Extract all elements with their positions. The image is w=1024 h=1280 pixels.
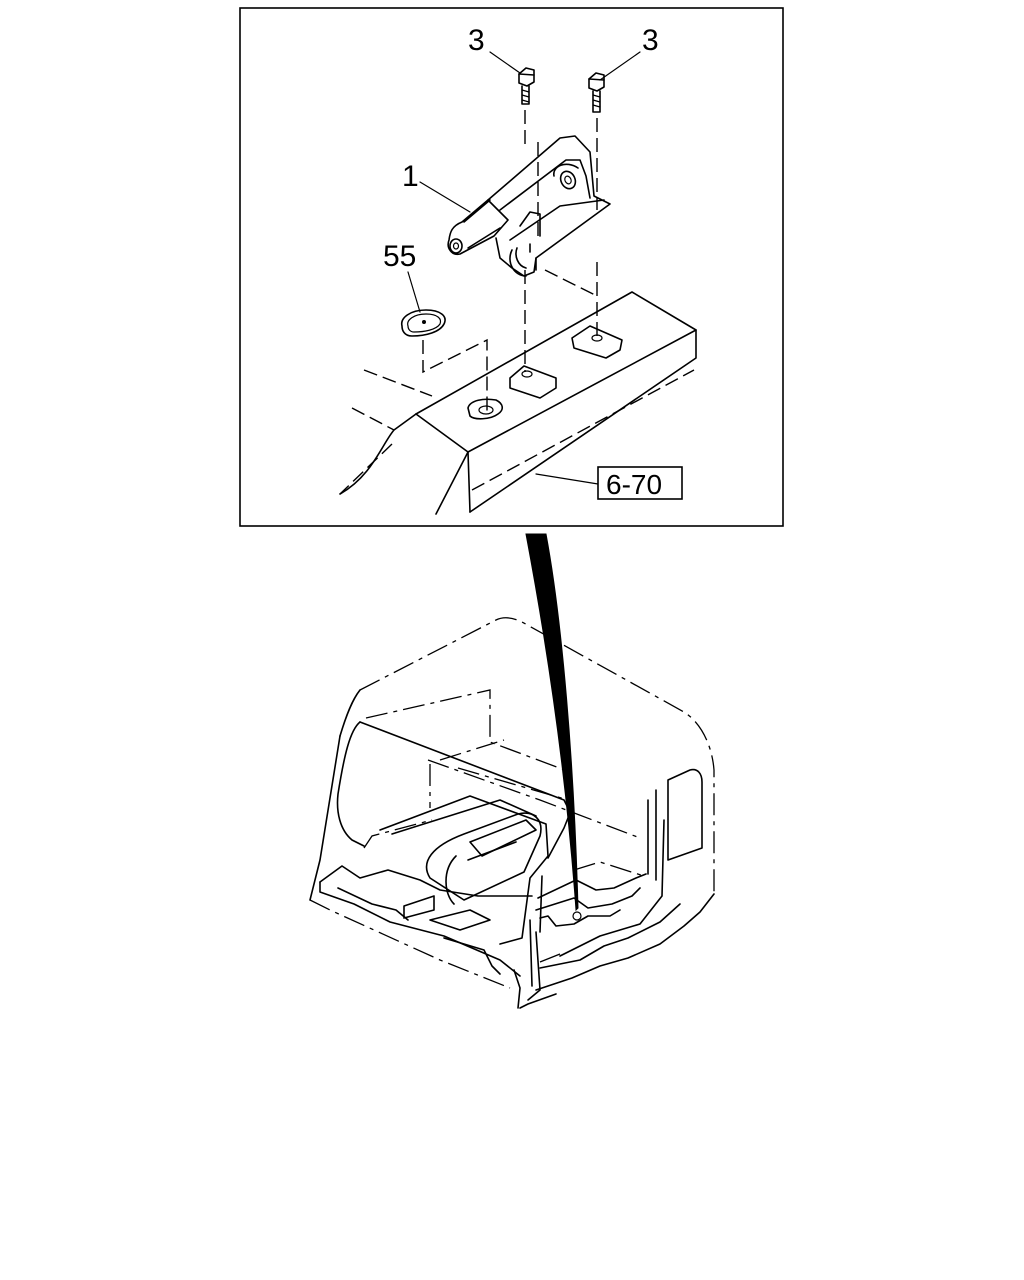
bolt-left	[518, 67, 535, 105]
reference-label: 6-70	[606, 469, 662, 500]
callout-bolt-left: 3	[468, 24, 485, 57]
detail-view: 3 3 1 55 6-70	[339, 24, 697, 515]
reference-box	[597, 466, 683, 500]
bolt-right	[588, 72, 605, 113]
callout-grommet: 55	[383, 240, 416, 273]
cab-overview	[309, 617, 715, 1009]
callout-bolt-right: 3	[642, 24, 659, 57]
callout-hinge-bracket: 1	[402, 160, 419, 193]
hinge-bracket	[447, 135, 611, 277]
detail-pointer	[525, 533, 579, 912]
cab-roof-panel	[339, 291, 697, 515]
grommet	[401, 309, 446, 337]
